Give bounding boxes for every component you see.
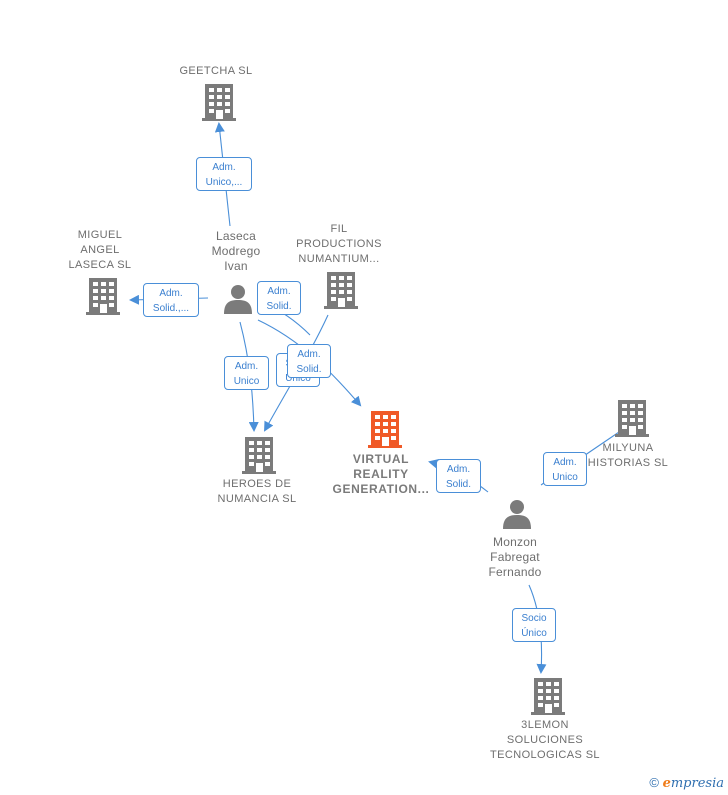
edge-label-laseca-heroes: Adm. Unico (224, 356, 269, 390)
node-label-laseca[interactable]: Laseca Modrego Ivan (211, 229, 261, 273)
geetcha-building-icon (202, 84, 236, 121)
node-label-milyuna[interactable]: MILYUNA HISTORIAS SL (587, 442, 669, 469)
node-label-monzon[interactable]: Monzon Fabregat Fernando (488, 535, 542, 579)
node-label-virtual[interactable]: VIRTUAL REALITY GENERATION... (332, 452, 430, 496)
milyuna-building-icon (615, 400, 649, 437)
heroes-building-icon (242, 437, 276, 474)
brand-footer: © empresia (649, 775, 724, 791)
brand-logo-initial: e (662, 776, 671, 791)
brand-logo-text: mpresia (670, 776, 724, 791)
monzon-person-icon (503, 500, 531, 529)
node-label-heroes[interactable]: HEROES DE NUMANCIA SL (217, 478, 297, 505)
node-label-lemon[interactable]: 3LEMON SOLUCIONES TECNOLOGICAS SL (490, 719, 600, 761)
edge-label-laseca-miguel: Adm. Solid.,... (143, 283, 199, 317)
edge-label-monzon-lemon: Socio Único (512, 608, 556, 642)
fil-building-icon (324, 272, 358, 309)
laseca-person-icon (224, 285, 252, 314)
edge-label-laseca-fil: Adm. Solid. (257, 281, 301, 315)
node-label-fil[interactable]: FIL PRODUCTIONS NUMANTIUM... (296, 223, 382, 265)
edge-label-laseca-virtual: Adm. Solid. (287, 344, 331, 378)
edge-label-laseca-geetcha: Adm. Unico,... (196, 157, 252, 191)
edge-label-monzon-virtual: Adm. Solid. (436, 459, 481, 493)
node-label-geetcha[interactable]: GEETCHA SL (179, 65, 253, 77)
edge-label-monzon-milyuna: Adm. Unico (543, 452, 587, 486)
copyright-icon: © (649, 775, 659, 790)
virtual-building-icon (368, 411, 402, 448)
miguel-building-icon (86, 278, 120, 315)
lemon-building-icon (531, 678, 565, 715)
node-label-miguel[interactable]: MIGUEL ANGEL LASECA SL (68, 229, 132, 271)
